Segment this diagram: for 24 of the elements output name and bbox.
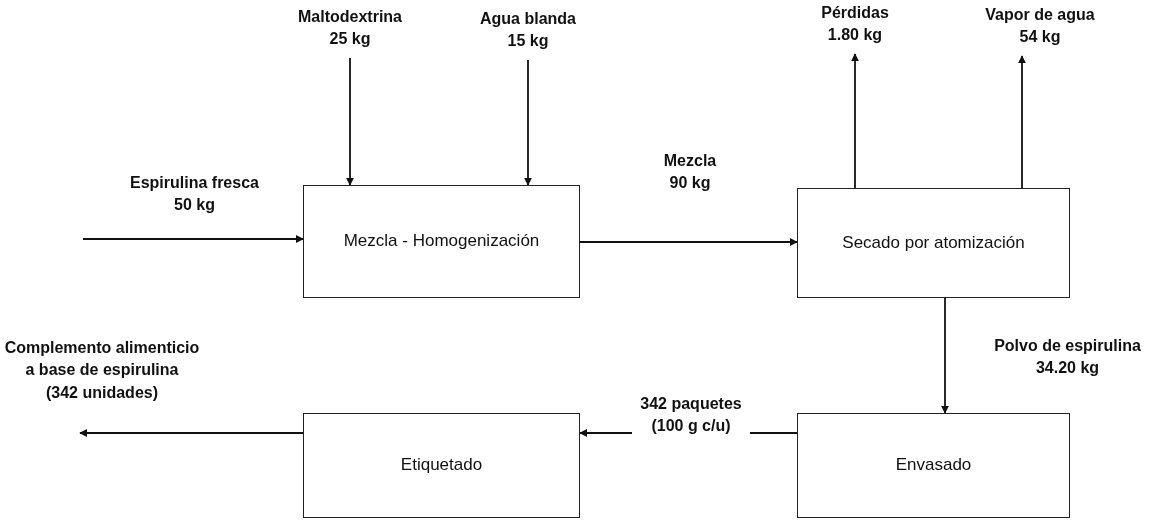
arrow (941, 297, 949, 414)
process-box (797, 413, 1070, 518)
stream-label: 54 kg (1019, 27, 1061, 48)
stream-label: 25 kg (329, 29, 371, 50)
stream-label: 1.80 kg (827, 25, 883, 46)
process-box (303, 185, 580, 298)
process-label: Envasado (895, 454, 972, 477)
arrow (1018, 55, 1026, 189)
arrow (851, 53, 859, 189)
arrow (79, 429, 304, 437)
stream-label: Pérdidas (821, 3, 889, 23)
arrow (579, 238, 798, 246)
stream-label: Maltodextrina (298, 7, 402, 27)
process-label: Mezcla - Homogenización (343, 230, 540, 253)
stream-label: Vapor de agua (985, 5, 1095, 25)
process-box (797, 188, 1070, 298)
process-label: Etiquetado (400, 454, 483, 477)
arrow (524, 59, 532, 186)
stream-label: 15 kg (507, 31, 549, 52)
stream-label: Agua blanda (480, 9, 576, 29)
process-label: Secado por atomización (842, 231, 1025, 254)
arrow (346, 57, 354, 186)
process-box (303, 413, 580, 518)
arrow (82, 235, 304, 243)
